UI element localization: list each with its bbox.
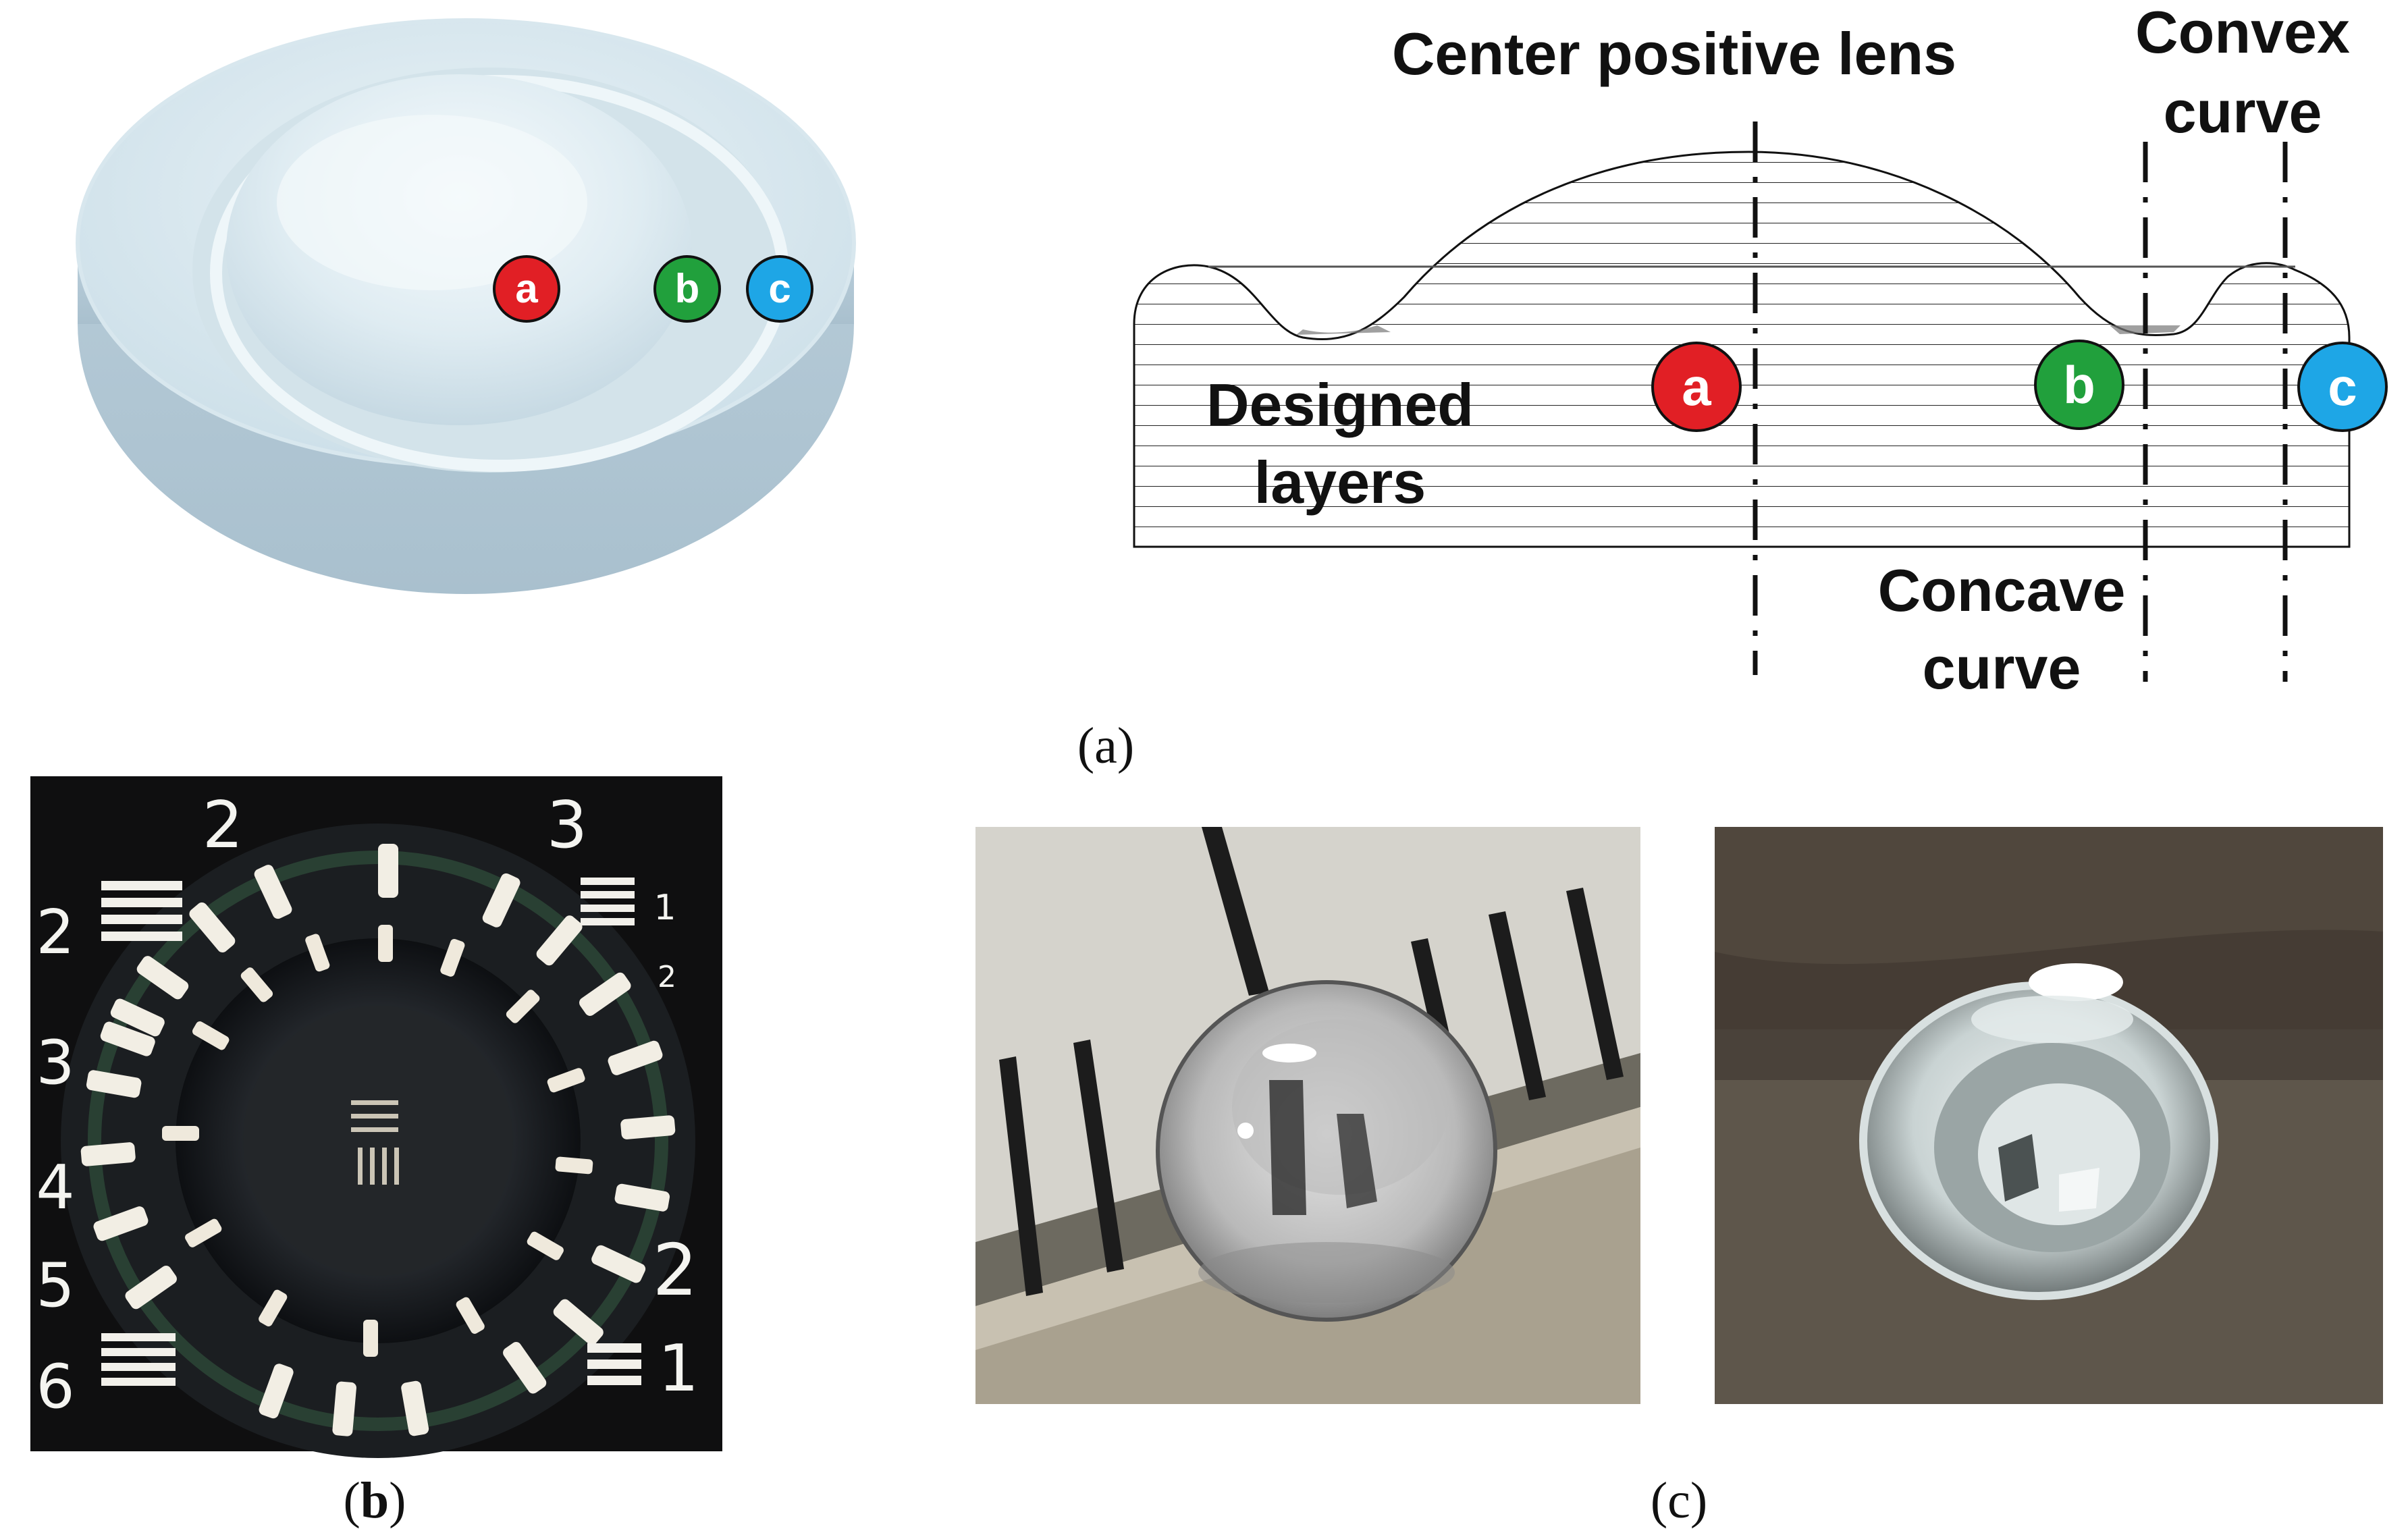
svg-text:3: 3 <box>547 788 587 863</box>
label-concave-line2: curve <box>1923 635 2081 701</box>
lens-on-ruler-photo <box>975 827 1640 1404</box>
marker-c-render: c <box>746 255 813 323</box>
label-convex-line2: curve <box>2164 78 2322 145</box>
section-outline <box>1133 151 2351 548</box>
marker-b-section: b <box>2034 340 2124 430</box>
marker-c-section: c <box>2297 342 2388 432</box>
marker-a-circle <box>493 255 560 323</box>
svg-text:a: a <box>1682 357 1711 416</box>
caption-c: (c) <box>1651 1472 1707 1529</box>
marker-a-section: a <box>1651 342 1742 432</box>
label-center-positive-lens: Center positive lens <box>1392 20 1956 87</box>
resolution-target-photo: 2 3 2 3 4 5 6 1 2 2 1 <box>30 776 722 1458</box>
svg-text:(c): (c) <box>1651 1472 1707 1529</box>
marker-b-letter: b <box>675 266 700 311</box>
marker-b-render: b <box>653 255 721 323</box>
svg-text:c: c <box>2328 357 2357 416</box>
outer-ring-bars <box>80 844 676 1436</box>
label-concave-line1: Concave <box>1878 557 2126 624</box>
svg-text:3: 3 <box>36 1027 74 1098</box>
svg-text:2: 2 <box>653 1229 698 1312</box>
left-concave-fill <box>1296 325 1391 335</box>
svg-text:(b): (b) <box>344 1472 406 1529</box>
svg-text:1: 1 <box>653 888 676 928</box>
lens-top-view-photo <box>1715 827 2383 1404</box>
label-designed-line1: Designed <box>1206 371 1474 438</box>
svg-text:2: 2 <box>203 788 243 863</box>
svg-text:b: b <box>2063 355 2095 414</box>
edge-bars-left <box>101 881 182 1386</box>
edge-bars-right <box>581 878 641 1385</box>
caption-b: (b) <box>344 1472 406 1529</box>
center-target-bars <box>351 1100 399 1185</box>
svg-text:5: 5 <box>36 1250 74 1321</box>
lens-3d-render <box>76 18 856 594</box>
inner-ring-bars <box>162 925 593 1357</box>
svg-text:1: 1 <box>658 1332 699 1406</box>
label-designed-line2: layers <box>1254 449 1426 516</box>
svg-text:2: 2 <box>658 960 676 994</box>
marker-c-letter: c <box>768 266 791 311</box>
svg-text:(a): (a) <box>1077 718 1134 774</box>
marker-a-letter: a <box>515 266 538 311</box>
label-convex-line1: Convex <box>2135 0 2350 65</box>
svg-text:6: 6 <box>36 1351 74 1422</box>
svg-text:2: 2 <box>36 897 74 968</box>
marker-a-render: a <box>493 255 560 323</box>
svg-text:4: 4 <box>36 1152 74 1223</box>
caption-a: (a) <box>1077 718 1134 774</box>
ruler-ticks <box>999 827 1624 1296</box>
